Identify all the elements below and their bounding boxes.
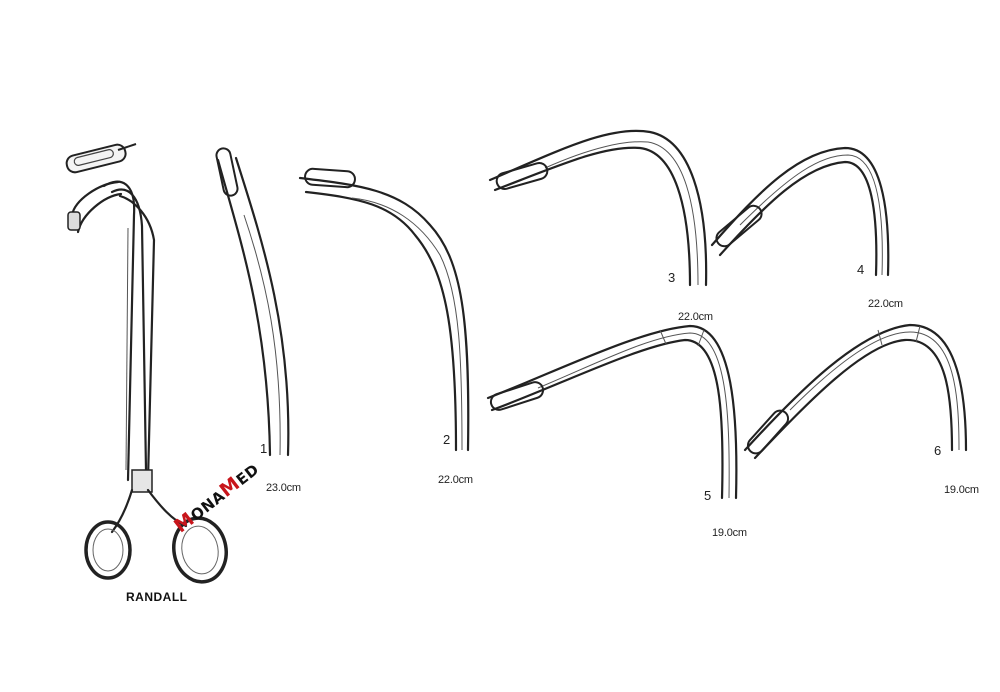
jaw-detail-icon <box>65 143 137 174</box>
variant-2-length: 22.0cm <box>438 474 473 486</box>
variant-2-number: 2 <box>443 432 451 447</box>
jaw-variant-5 <box>486 324 738 500</box>
variant-5-number: 5 <box>704 488 712 503</box>
jaw-variant-6 <box>743 323 968 460</box>
variant-1-length: 23.0cm <box>266 482 301 494</box>
jaw-variant-2 <box>298 167 470 452</box>
variant-6-length: 19.0cm <box>944 484 979 496</box>
variant-6-number: 6 <box>934 443 942 458</box>
randall-forceps <box>65 143 228 584</box>
jaw-variant-3 <box>488 129 708 287</box>
variant-3-number: 3 <box>668 270 676 285</box>
variant-1-number: 1 <box>260 441 268 456</box>
variant-3-length: 22.0cm <box>678 311 713 323</box>
variant-5-length: 19.0cm <box>712 527 747 539</box>
variant-4-number: 4 <box>857 262 865 277</box>
variant-4-length: 22.0cm <box>868 298 903 310</box>
jaw-variant-1 <box>215 147 290 457</box>
jaw-variant-4 <box>710 146 890 277</box>
product-title: RANDALL <box>126 590 188 604</box>
